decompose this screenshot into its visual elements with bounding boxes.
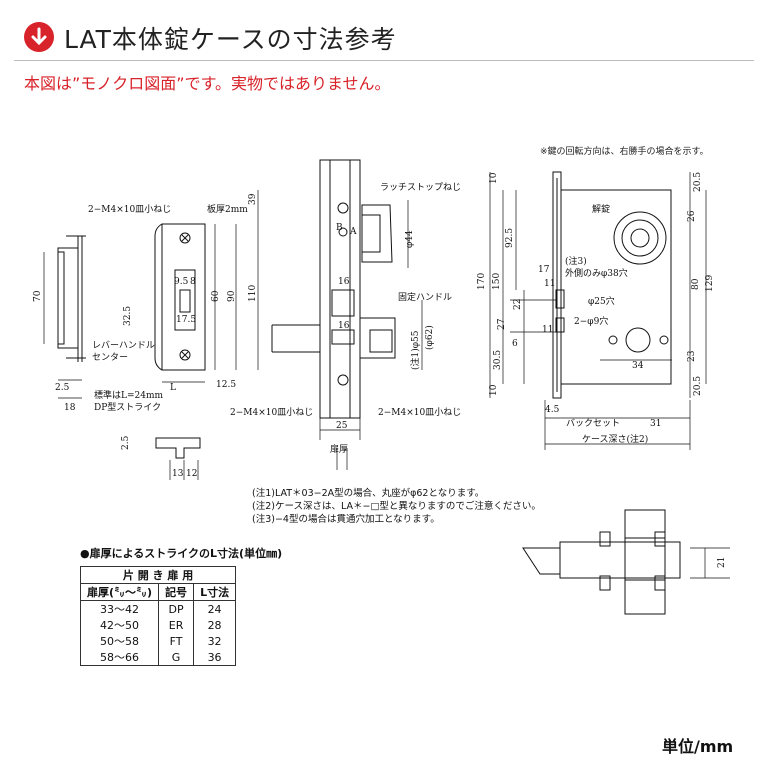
latch-stop-screw-label: ラッチストップねじ [380, 182, 461, 193]
dim-case-6: 6 [512, 339, 518, 349]
dim-case-170: 170 [477, 273, 487, 290]
dim-strike-32-5: 32.5 [123, 306, 133, 326]
unlock-label: 解錠 [592, 203, 610, 215]
table-header-symbol: 記号 [158, 583, 195, 601]
plate-thickness-label: 板厚2mm [207, 203, 248, 215]
dim-case-34: 34 [632, 361, 644, 371]
side-screw-right-label: 2−M4×10皿小ねじ [378, 407, 461, 418]
door-thickness-label: 扉厚 [330, 443, 348, 455]
dim-side-phi62: (φ62) [424, 325, 435, 350]
strike-screw-label: 2−M4×10皿小ねじ [88, 204, 171, 215]
dim-case-11b: 11 [542, 325, 553, 335]
dim-strike-110: 110 [248, 285, 258, 302]
dim-case-150: 150 [492, 273, 502, 290]
strike-side-view [43, 235, 86, 399]
note3-label-2: 外側のみφ38穴 [565, 267, 628, 279]
dim-case-31: 31 [650, 419, 661, 429]
dim-side-phi55: (注1)φ55 [409, 330, 421, 370]
rotation-note: ※鍵の回転方向は、右勝手の場合を示す。 [540, 147, 709, 157]
monochrome-notice: 本図は”モノクロ図面”です。実物ではありません。 [24, 74, 391, 93]
backset-label: バックセット [566, 418, 620, 429]
l-dimension-table: 片 開 き 扉 用 扉厚(㍉〜㍉) 記号 L寸法 33〜42 DP 24 42〜… [79, 566, 237, 666]
dim-case-27: 27 [497, 318, 507, 330]
dim-case-30-5: 30.5 [493, 350, 503, 370]
standard-l-label-2: DP型ストライク [94, 402, 161, 413]
hole9-label: 2−φ9穴 [574, 315, 608, 327]
dim-case-11a: 11 [544, 279, 555, 289]
dim-strike-2-5b: 2.5 [121, 435, 131, 450]
dim-case-22: 22 [513, 299, 523, 310]
dim-case-23: 23 [687, 350, 697, 362]
lever-center-label-1: レバーハンドル [92, 340, 155, 351]
dim-strike-l: L [170, 383, 176, 393]
table-row: 42〜50 ER 28 [79, 617, 237, 633]
dim-strike-8: 8 [190, 277, 196, 287]
title-divider [14, 60, 754, 61]
fixed-handle-label: 固定ハンドル [398, 291, 452, 303]
section-view [522, 509, 730, 615]
table-header-l: L寸法 [193, 583, 237, 601]
case-depth-label: ケース深さ(注2) [582, 433, 648, 445]
dim-case-20-5a: 20.5 [693, 172, 703, 192]
l-table-title: ●扉厚によるストライクのL寸法(単位㎜) [80, 547, 283, 560]
dim-strike-90: 90 [227, 290, 237, 302]
lever-center-label-2: センター [92, 352, 128, 363]
note-2: (注2)ケース深さは、LA＊−□型と異なりますのでご注意ください。 [252, 501, 541, 512]
page-header: LAT本体錠ケースの寸法参考 [0, 0, 768, 72]
table-group-header: 片 開 き 扉 用 [79, 566, 237, 584]
unit-label: 単位/mm [662, 737, 734, 756]
dim-strike-9-5: 9.5 [174, 277, 189, 287]
strike-front-view [154, 190, 259, 480]
footnotes: (注1)LAT＊03−2A型の場合、丸座がφ62となります。 (注2)ケース深さ… [252, 487, 541, 526]
dim-case-4-5: 4.5 [545, 405, 560, 415]
dim-case-26: 26 [687, 210, 697, 222]
table-header-thickness: 扉厚(㍉〜㍉) [79, 583, 160, 601]
dim-strike-12: 12 [186, 469, 197, 479]
dim-case-129: 129 [705, 275, 715, 292]
dim-side-25: 25 [336, 421, 348, 431]
dim-strike-18: 18 [64, 403, 76, 413]
dim-strike-39: 39 [248, 193, 258, 205]
table-row: 33〜42 DP 24 [79, 600, 237, 617]
arrow-down-circle-icon [24, 22, 54, 52]
lock-case-front-view [489, 171, 707, 450]
dim-strike-17-5: 17.5 [176, 315, 196, 325]
mark-b: B [336, 223, 343, 233]
standard-l-label-1: 標準はL=24mm [94, 389, 164, 401]
dim-strike-60: 60 [211, 290, 221, 302]
dim-strike-70: 70 [33, 290, 43, 302]
dim-strike-12-5: 12.5 [216, 380, 236, 390]
note-1: (注1)LAT＊03−2A型の場合、丸座がφ62となります。 [252, 488, 485, 499]
dim-side-16b: 16 [338, 321, 350, 331]
dim-case-17: 17 [538, 265, 550, 275]
dim-case-20-5b: 20.5 [693, 376, 703, 396]
table-row: 50〜58 FT 32 [79, 633, 237, 649]
dim-case-80: 80 [691, 278, 701, 290]
dim-case-10a: 10 [489, 172, 499, 184]
table-row: 58〜66 G 36 [79, 649, 237, 666]
dim-section-21: 21 [717, 557, 727, 568]
dim-case-10b: 10 [489, 384, 499, 396]
dim-case-92-5: 92.5 [505, 228, 515, 248]
dim-strike-13: 13 [172, 469, 184, 479]
hole25-label: φ25穴 [588, 295, 615, 307]
note-3: (注3)−4型の場合は貫通穴加工となります。 [252, 514, 440, 525]
dim-side-phi44: φ44 [405, 230, 415, 248]
mark-a: A [349, 227, 357, 237]
side-screw-left-label: 2−M4×10皿小ねじ [230, 407, 313, 418]
dim-strike-2-5: 2.5 [55, 383, 70, 393]
dim-side-16a: 16 [338, 277, 350, 287]
lock-side-view [271, 159, 423, 470]
note3-label-1: (注3) [565, 255, 587, 267]
page-title: LAT本体錠ケースの寸法参考 [64, 25, 397, 54]
